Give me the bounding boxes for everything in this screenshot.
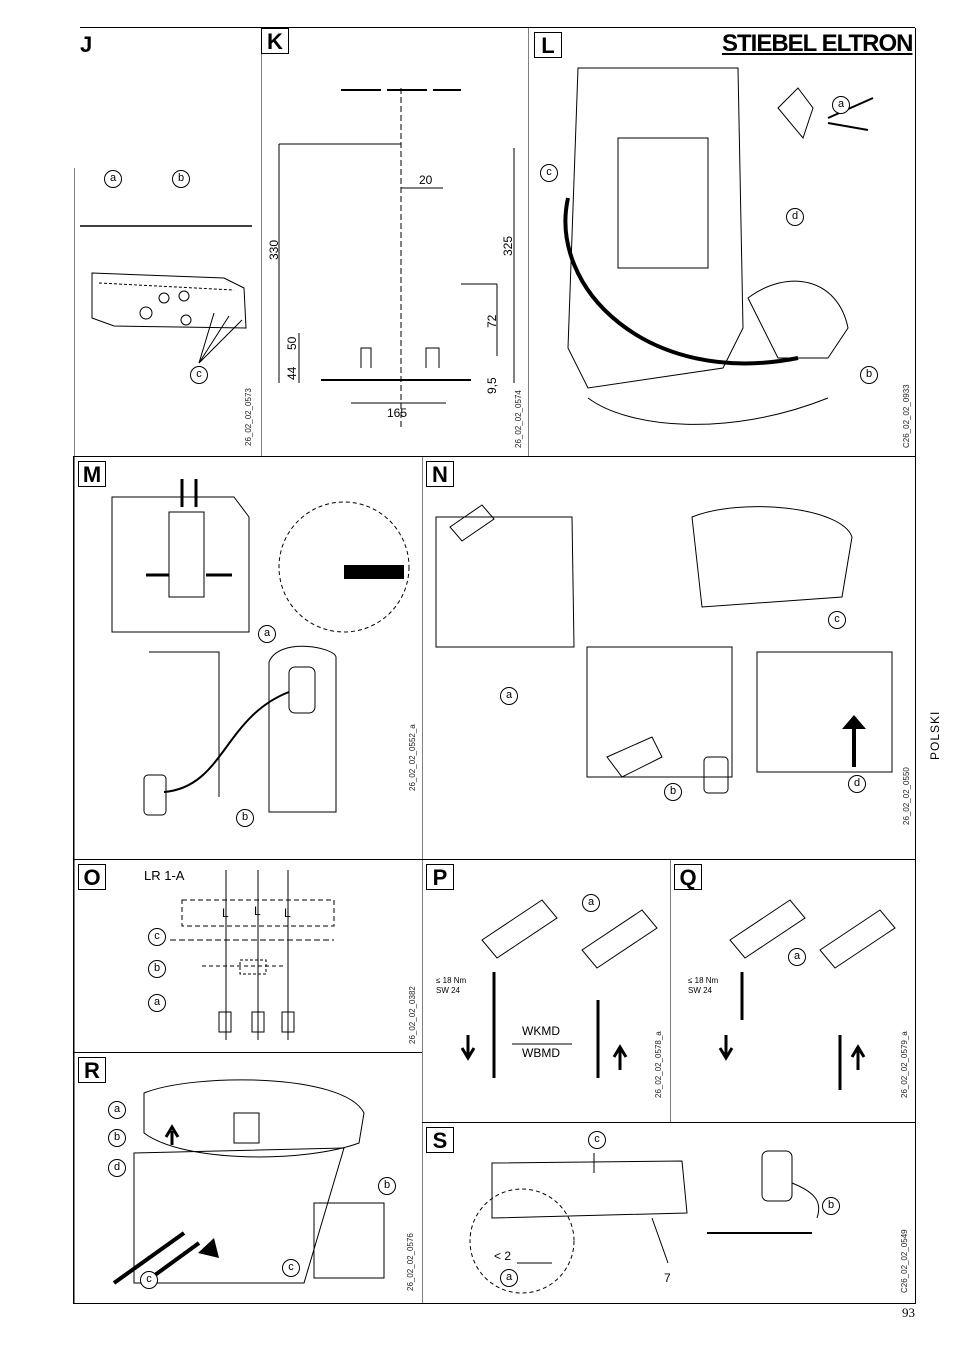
panel-s-label: S bbox=[426, 1127, 454, 1153]
callout-c: c bbox=[540, 164, 558, 182]
panel-o-label: O bbox=[78, 864, 106, 890]
ref-number: 26_02_02_0574 bbox=[514, 390, 523, 448]
panel-m-label: M bbox=[78, 461, 106, 487]
wrench-label: SW 24 bbox=[688, 986, 713, 995]
callout-c: c bbox=[148, 928, 166, 946]
dim-44: 44 bbox=[285, 366, 299, 380]
callout-b: b bbox=[822, 1197, 840, 1215]
callout-b: b bbox=[108, 1129, 126, 1147]
panel-n-drawing bbox=[422, 457, 893, 859]
callout-a: a bbox=[148, 994, 166, 1012]
ref-number: 26_02_02_0550 bbox=[902, 767, 911, 825]
terminal-3: L bbox=[284, 906, 291, 920]
model-wbmd: WBMD bbox=[522, 1046, 560, 1060]
callout-b: b bbox=[236, 809, 254, 827]
callout-b: b bbox=[860, 366, 878, 384]
callout-a: a bbox=[500, 687, 518, 705]
dim-325: 325 bbox=[501, 235, 515, 256]
row-rule bbox=[422, 1122, 916, 1123]
callout-a: a bbox=[108, 1101, 126, 1119]
ref-number: C26_02_02_0933 bbox=[902, 384, 911, 448]
callout-c: c bbox=[588, 1131, 606, 1149]
header-rule bbox=[80, 27, 915, 28]
callout-a: a bbox=[832, 96, 850, 114]
panel-s-drawing bbox=[422, 1123, 820, 1303]
row-rule bbox=[74, 1052, 422, 1053]
panel-k: K 330 20 325 72 50 44 9,5 165 26_02_02_0… bbox=[261, 28, 527, 456]
row-rule bbox=[74, 456, 916, 457]
panel-k-drawing bbox=[261, 28, 515, 456]
panel-n: N a b c d 26_02_02_0550 bbox=[422, 457, 916, 859]
panel-o-drawing bbox=[74, 860, 335, 1052]
dim-less-2: < 2 bbox=[494, 1249, 512, 1263]
dim-330: 330 bbox=[267, 239, 281, 260]
panel-q: Q a ≤ 18 Nm SW 24 26_02_02_0579_a bbox=[670, 860, 916, 1122]
callout-d: d bbox=[786, 208, 804, 226]
dim-72: 72 bbox=[485, 314, 499, 328]
panel-m-drawing bbox=[74, 457, 410, 859]
outer-right-rule bbox=[915, 28, 916, 1304]
callout-c: c bbox=[190, 366, 208, 384]
panel-p: P a ≤ 18 Nm SW 24 WKMD WBMD 26_02_02_057… bbox=[422, 860, 670, 1122]
panel-p-label: P bbox=[426, 864, 454, 890]
model-label: LR 1-A bbox=[144, 868, 185, 883]
dim-20: 20 bbox=[419, 173, 433, 187]
panel-l-label: L bbox=[534, 32, 562, 58]
outer-left-rule bbox=[73, 456, 74, 1304]
ref-number: 26_02_02_0382 bbox=[408, 986, 417, 1044]
ref-number: 26_02_02_0552_a bbox=[408, 724, 417, 791]
row-rule bbox=[74, 859, 916, 860]
callout-b: b bbox=[148, 960, 166, 978]
dim-50: 50 bbox=[285, 336, 299, 350]
outer-bottom-rule bbox=[73, 1303, 916, 1304]
ref-number: 26_02_02_0579_a bbox=[900, 1031, 909, 1098]
model-wkmd: WKMD bbox=[522, 1024, 560, 1038]
dim-165: 165 bbox=[387, 406, 408, 420]
callout-c-detail: c bbox=[282, 1259, 300, 1277]
ref-number: 26_02_02_0576 bbox=[406, 1233, 415, 1291]
brand-logo: STIEBEL ELTRON bbox=[722, 30, 913, 57]
label-7: 7 bbox=[664, 1271, 671, 1285]
callout-b-detail: b bbox=[378, 1177, 396, 1195]
panel-o: O LR 1-A L L L c b a 26_02_02_0382 bbox=[74, 860, 422, 1052]
panel-k-label: K bbox=[261, 28, 289, 54]
panel-r-label: R bbox=[78, 1057, 106, 1083]
panel-j: J a b c 26_02_02_0573 bbox=[74, 28, 260, 456]
panel-m: M a b 26_02_02_0552_a bbox=[74, 457, 422, 859]
callout-a: a bbox=[258, 625, 276, 643]
terminal-1: L bbox=[222, 906, 229, 920]
panel-p-drawing bbox=[422, 860, 658, 1122]
panel-q-drawing bbox=[670, 860, 896, 1122]
panel-q-label: Q bbox=[674, 864, 702, 890]
torque-label: ≤ 18 Nm bbox=[436, 976, 467, 985]
panel-l: L a b c d C26_02_02_0933 bbox=[528, 28, 916, 456]
callout-d: d bbox=[108, 1159, 126, 1177]
torque-label: ≤ 18 Nm bbox=[688, 976, 719, 985]
panel-r: R a b d c b c 26_02_02_0576 bbox=[74, 1053, 422, 1303]
dim-9-5: 9,5 bbox=[485, 377, 499, 394]
panel-j-drawing bbox=[74, 168, 252, 456]
callout-c: c bbox=[828, 611, 846, 629]
callout-c: c bbox=[140, 1271, 158, 1289]
callout-a: a bbox=[788, 948, 806, 966]
callout-d: d bbox=[848, 775, 866, 793]
callout-a: a bbox=[104, 170, 122, 188]
panel-r-drawing bbox=[74, 1053, 385, 1303]
ref-number: 26_02_02_0578_a bbox=[654, 1031, 663, 1098]
panel-j-label: J bbox=[80, 32, 93, 57]
ref-number: C26_02_02_0549 bbox=[900, 1229, 909, 1293]
callout-a: a bbox=[500, 1269, 518, 1287]
wrench-label: SW 24 bbox=[436, 986, 461, 995]
callout-a: a bbox=[582, 894, 600, 912]
panel-n-label: N bbox=[426, 461, 454, 487]
callout-b: b bbox=[664, 783, 682, 801]
callout-b: b bbox=[172, 170, 190, 188]
panel-l-drawing bbox=[528, 28, 874, 456]
side-language: POLSKI bbox=[928, 710, 942, 760]
terminal-2: L bbox=[254, 904, 261, 918]
page-number: 93 bbox=[902, 1305, 915, 1320]
ref-number: 26_02_02_0573 bbox=[244, 388, 253, 446]
panel-s: S < 2 7 a b c C26_02_02_0549 bbox=[422, 1123, 916, 1303]
